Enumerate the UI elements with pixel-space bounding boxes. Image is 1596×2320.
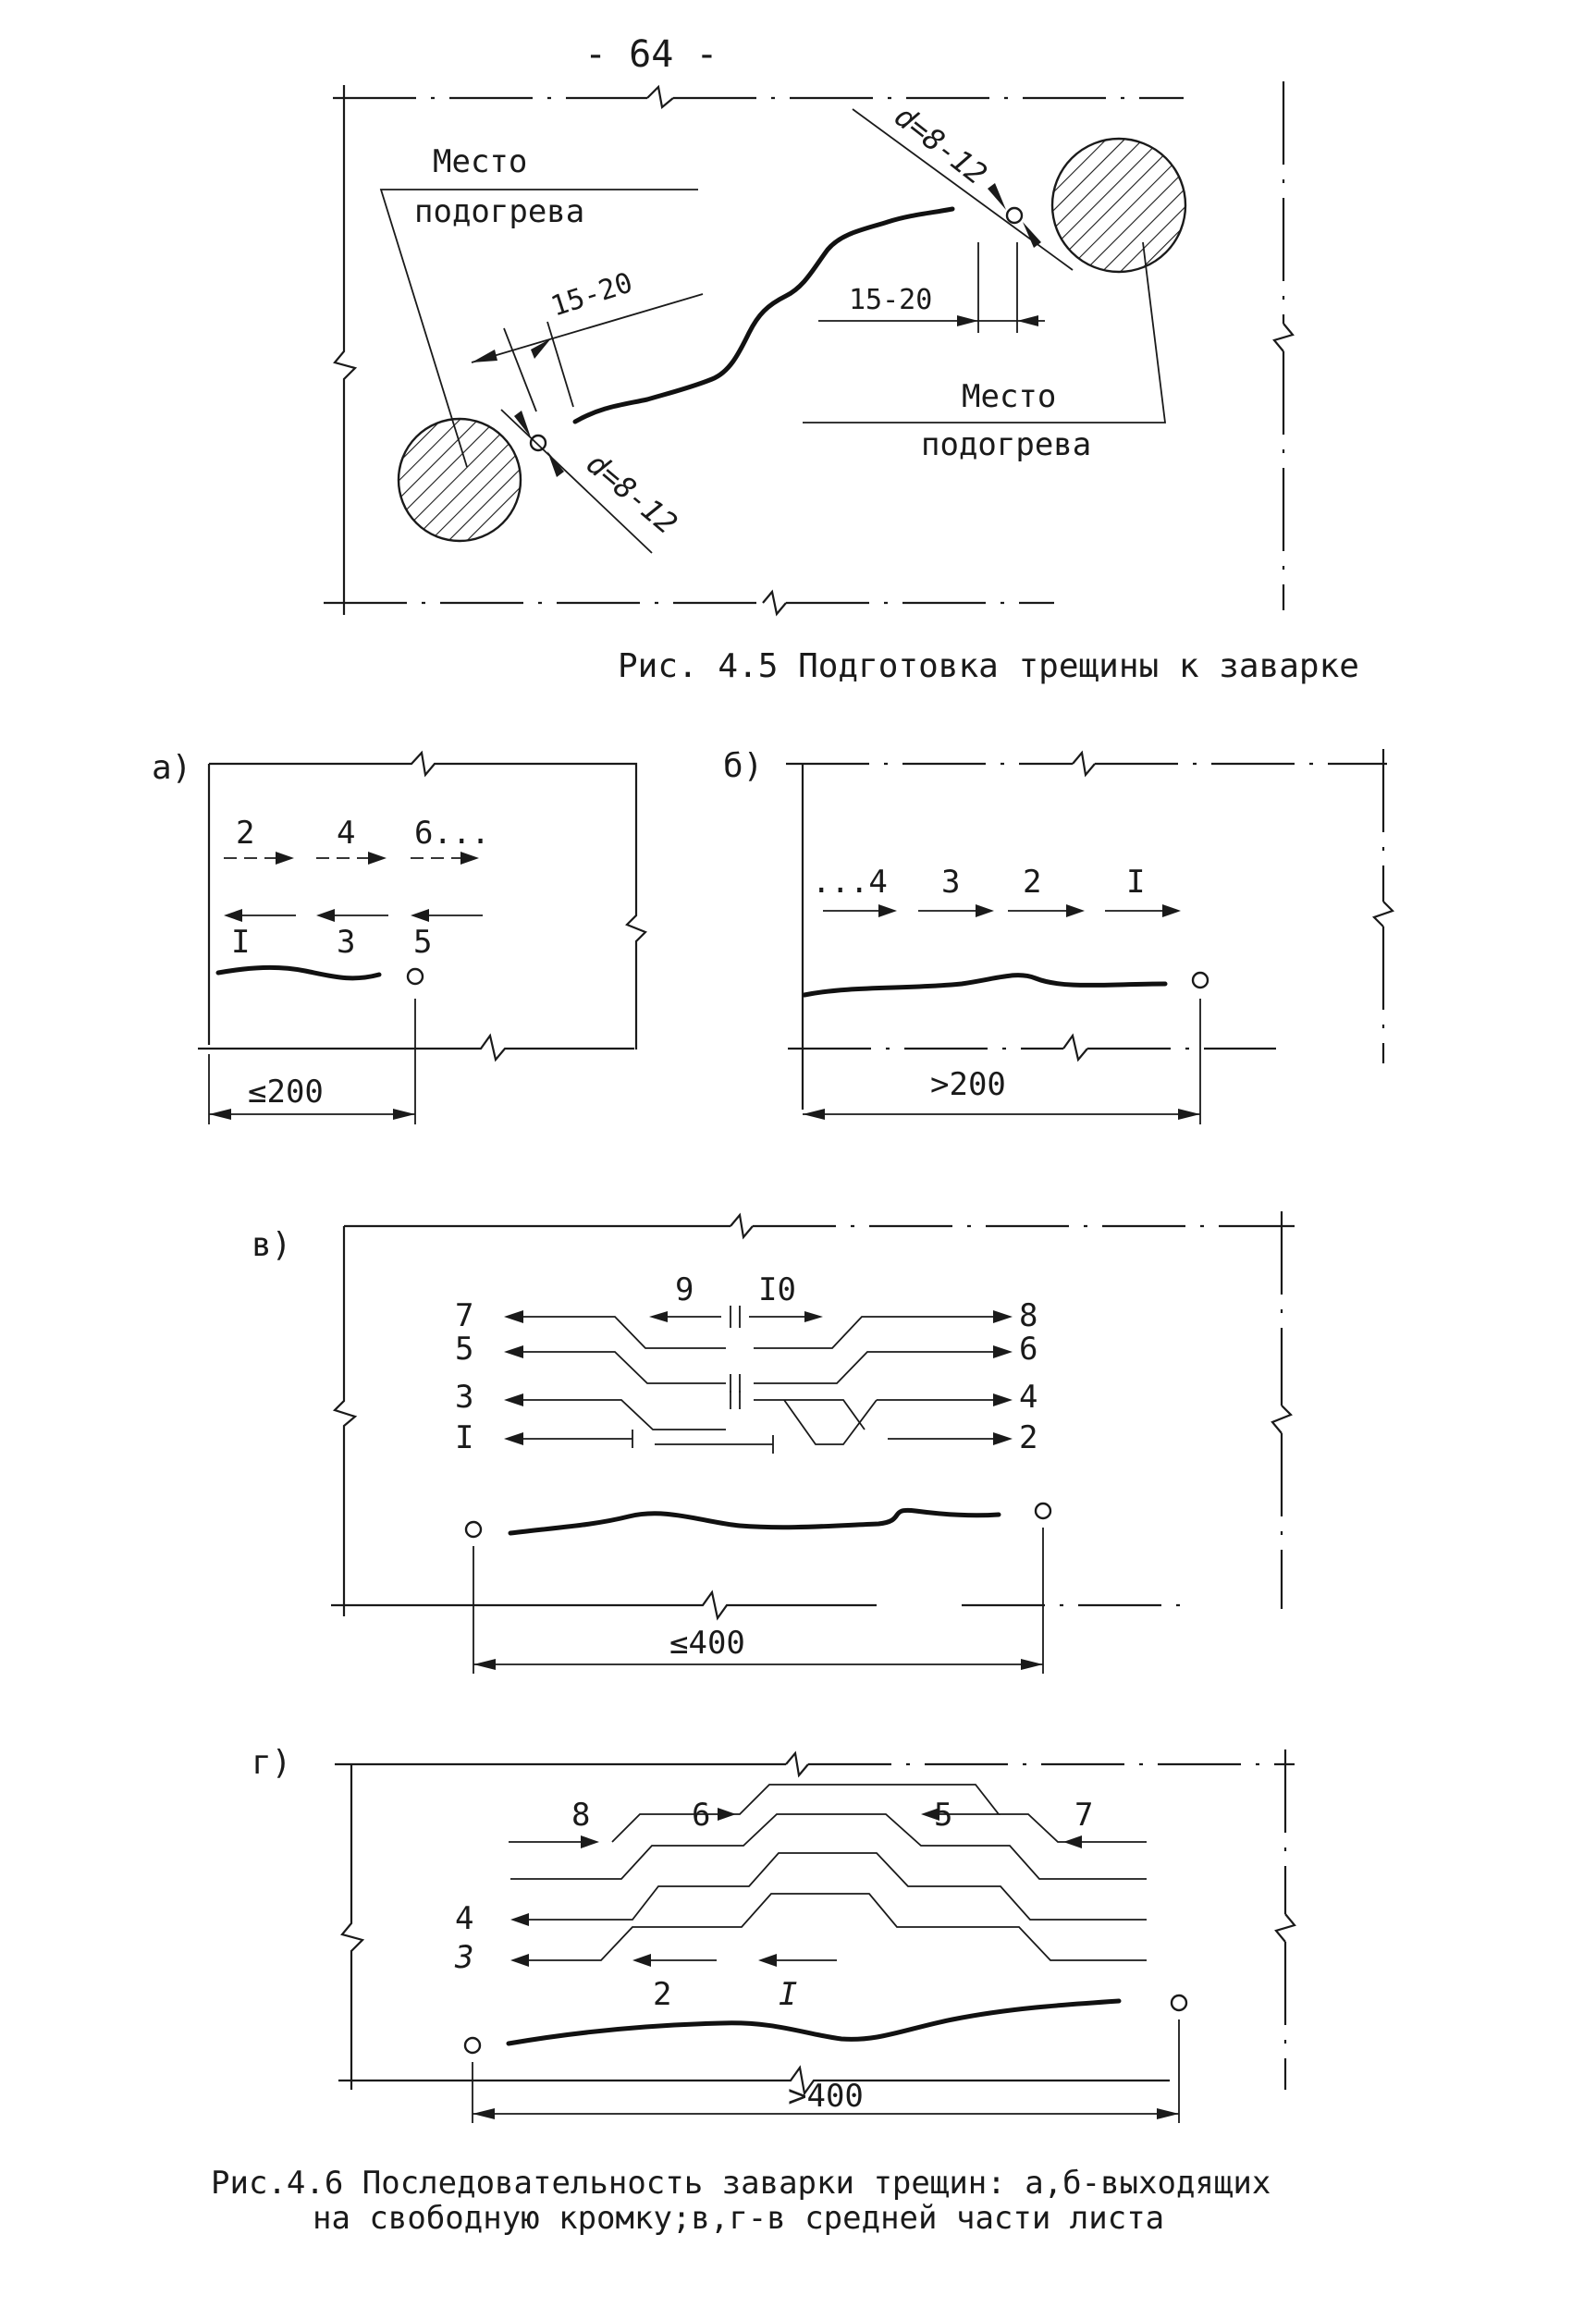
fig-4-6v-num-2: 2: [1019, 1419, 1037, 1456]
fig-4-6v-num-1: I: [455, 1419, 473, 1456]
fig-4-6g-num-6: 6: [692, 1797, 710, 1834]
fig-4-6b-num-1: I: [1126, 864, 1145, 901]
fig-4-6b-drawing: б) ...4 3 2 I >200: [723, 747, 1395, 1124]
fig-4-6g-drawing: г): [252, 1744, 1296, 2123]
fig-4-6g-label: г): [252, 1744, 291, 1782]
heat-zone-left: [397, 417, 522, 543]
heat-place-left-line1: Место: [433, 143, 527, 180]
fig-4-6b-label: б): [723, 747, 763, 785]
dim-offset-left: 15-20: [547, 266, 637, 323]
fig-4-6g-num-2: 2: [653, 1976, 671, 2013]
fig-4-6g-num-3: 3: [454, 1939, 473, 1976]
heat-place-right-line2: подогрева: [921, 426, 1091, 463]
fig-4-5-caption: Рис. 4.5 Подготовка трещины к заварке: [618, 647, 1359, 685]
fig-4-6b-num-3: 3: [941, 864, 960, 901]
fig-4-6a-num-6: 6...: [414, 815, 490, 852]
fig-4-6g-num-4: 4: [455, 1900, 473, 1937]
dim-d-left: d=8-12: [580, 446, 684, 541]
crack-fig45: [572, 206, 955, 424]
fig-4-6a-dimension: ≤200: [248, 1074, 324, 1111]
fig-4-6v-dimension: ≤400: [669, 1625, 745, 1662]
fig-4-6v-num-9: 9: [675, 1271, 694, 1308]
drill-hole-left: [529, 434, 547, 452]
fig-4-6v-num-6: 6: [1019, 1331, 1037, 1368]
fig-4-5-drawing: Место подогрева Место подогрева 15-20 15…: [324, 81, 1295, 617]
heat-zone-right: [1050, 137, 1187, 274]
heat-place-right-line1: Место: [962, 378, 1056, 415]
fig-4-6v-num-3: 3: [455, 1379, 473, 1416]
fig-4-6a-drawing: а) 2 4 6... I 3 5 ≤200: [152, 749, 647, 1124]
fig-4-6g-num-7: 7: [1074, 1797, 1093, 1834]
fig-4-6v-label: в): [252, 1226, 291, 1264]
fig-4-6v-drawing: в): [252, 1211, 1295, 1674]
fig-4-6v-num-10: I0: [758, 1271, 796, 1308]
dim-d-right: d=8-12: [888, 98, 993, 191]
page-number: - 64 -: [584, 33, 718, 76]
fig-4-6a-num-4: 4: [337, 815, 355, 852]
fig-4-6b-num-2: 2: [1023, 864, 1041, 901]
fig-4-6a-num-1: I: [231, 924, 250, 961]
fig-4-6v-num-5: 5: [455, 1331, 473, 1368]
fig-4-6a-num-2: 2: [236, 815, 254, 852]
fig-4-6v-num-4: 4: [1019, 1379, 1037, 1416]
heat-place-left-line2: подогрева: [414, 193, 584, 230]
fig-4-6v-num-8: 8: [1019, 1297, 1037, 1334]
fig-4-6g-dimension: >400: [788, 2078, 864, 2115]
fig-4-6a-num-3: 3: [337, 924, 355, 961]
fig-4-6-caption-line1: Рис.4.6 Последовательность заварки трещи…: [211, 2165, 1271, 2202]
drill-hole-right: [1005, 206, 1024, 225]
fig-4-6a-num-5: 5: [413, 924, 432, 961]
fig-4-6g-num-8: 8: [571, 1797, 590, 1834]
fig-4-6g-num-1: I: [779, 1976, 797, 2013]
fig-4-6b-dimension: >200: [930, 1066, 1006, 1103]
fig-4-6g-num-5: 5: [934, 1797, 952, 1834]
dim-offset-right: 15-20: [849, 284, 932, 316]
fig-4-6-caption-line2: на свободную кромку;в,г-в средней части …: [313, 2200, 1164, 2237]
fig-4-6b-num-4: ...4: [812, 864, 888, 901]
fig-4-6v-num-7: 7: [455, 1297, 473, 1334]
fig-4-6a-label: а): [152, 749, 191, 787]
